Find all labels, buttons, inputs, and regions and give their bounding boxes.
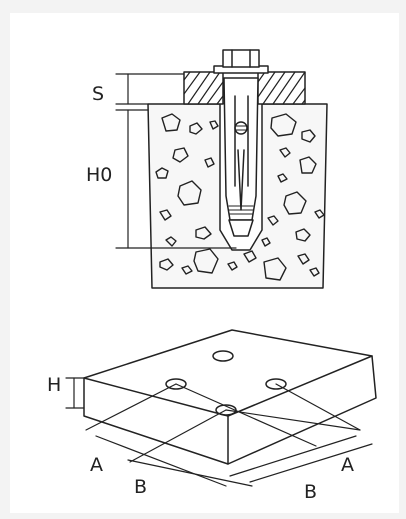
aggregate-stones	[155, 113, 325, 281]
label-h0: H0	[86, 164, 113, 186]
thickness-dimension	[65, 377, 85, 409]
label-a-right: A	[341, 454, 354, 476]
dimension-lines-top	[115, 73, 237, 249]
label-b-left: B	[134, 476, 148, 498]
label-s: S	[92, 83, 105, 105]
anchor-bolt	[213, 49, 269, 237]
fixture-plate	[183, 71, 306, 105]
label-h: H	[47, 374, 62, 396]
spacing-lines	[85, 383, 373, 487]
label-a-left: A	[90, 454, 103, 476]
label-b-right: B	[304, 481, 318, 503]
